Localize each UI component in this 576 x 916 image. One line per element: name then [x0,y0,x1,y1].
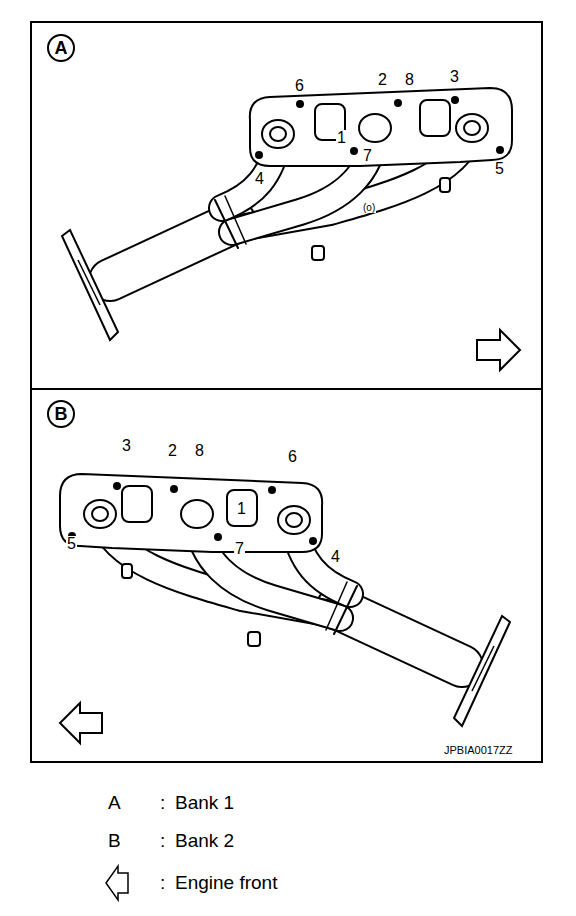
callout-number: 3 [121,438,132,454]
panel-letter: B [55,405,68,423]
callout-number: 7 [234,541,245,557]
callout-number: 6 [287,449,298,465]
callout-number: 3 [449,69,460,85]
callout-number: 5 [494,161,505,177]
callout-number: 8 [194,443,205,459]
callout-number: 5 [66,536,77,552]
callout-number: 2 [167,443,178,459]
callout-number: 2 [377,72,388,88]
callout-number: 8 [404,72,415,88]
legend-text: Bank 2 [175,831,234,850]
callout-number: 4 [254,171,265,187]
legend-colon: : [160,793,165,812]
legend-text: Bank 1 [175,793,234,812]
panel-letter-circle: B [47,400,75,428]
stamp-mark: (o) [362,203,376,213]
panel-letter-circle: A [47,34,75,62]
panel-letter: A [55,39,68,57]
callout-number: 6 [294,78,305,94]
legend-key: A [108,793,121,812]
legend-colon: : [160,831,165,850]
legend-text: Engine front [175,873,277,892]
legend-key: B [108,831,121,850]
callout-number: 7 [362,148,373,164]
legend-colon: : [160,873,165,892]
callout-number: 4 [330,549,341,565]
callout-number: 1 [236,501,247,517]
figure-code: JPBIA0017ZZ [444,745,512,756]
callout-number: 1 [336,130,347,146]
